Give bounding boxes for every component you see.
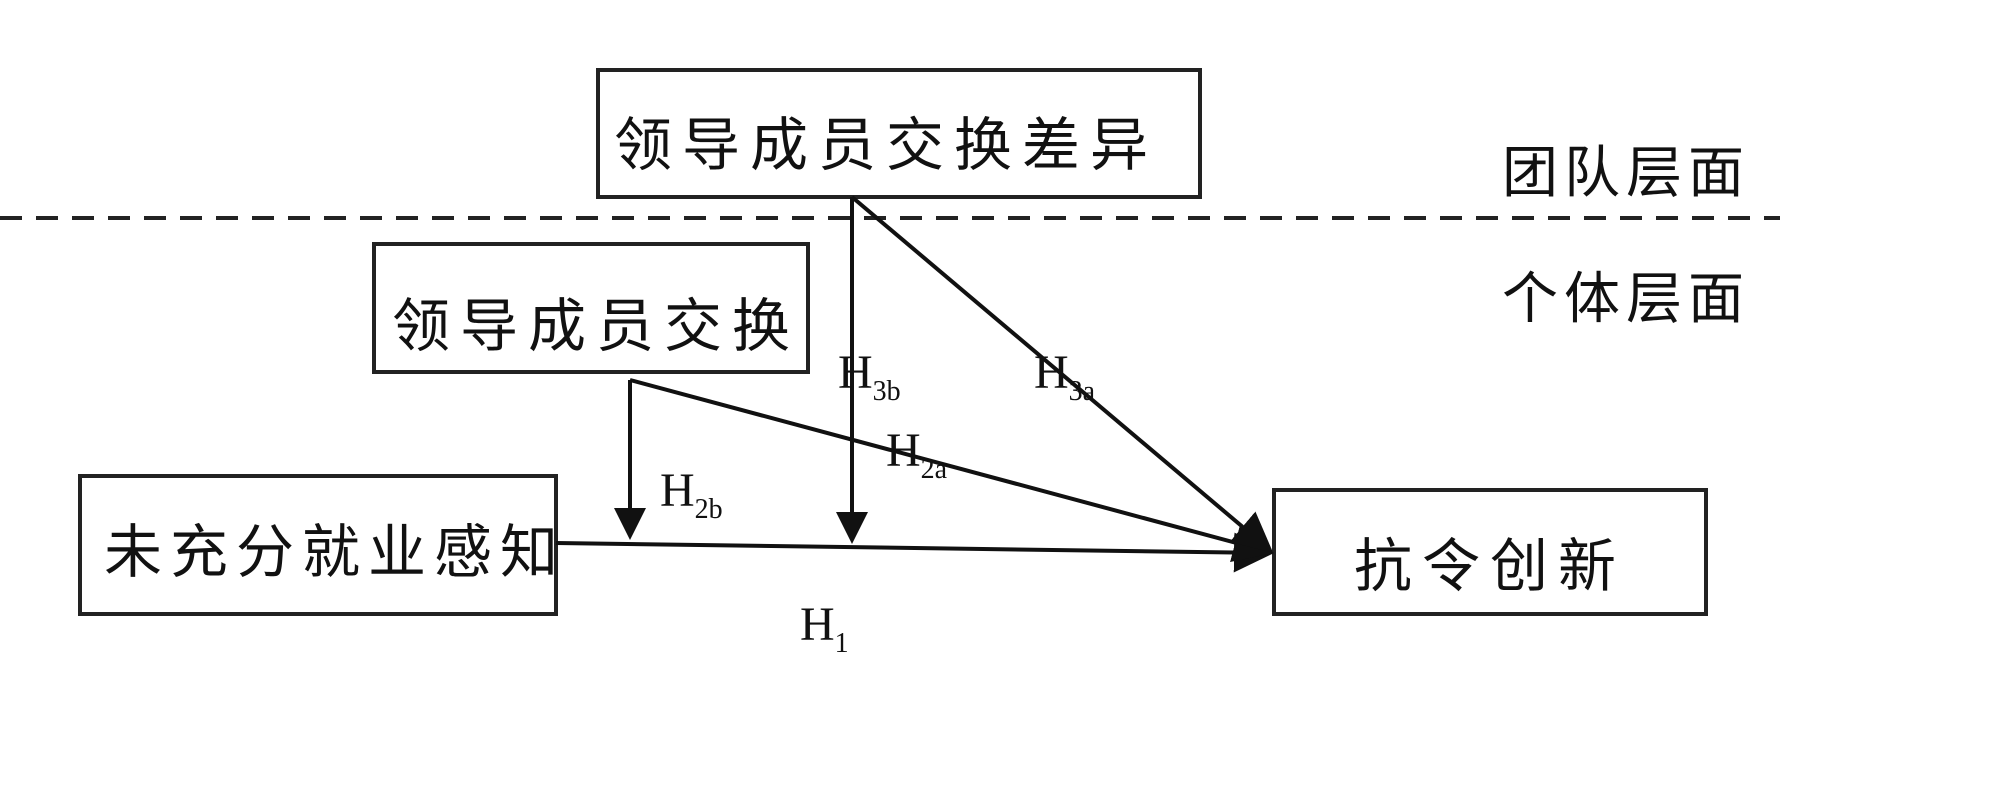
h2a-path-arrow [629, 378, 1274, 562]
lmx-box: 领导成员交换 [372, 242, 810, 374]
h3b-label: H3b [838, 346, 901, 407]
h2b-label: H2b [660, 464, 723, 525]
h1-label: H1 [800, 598, 849, 659]
perceived-underemployment-label: 未充分就业感知 [104, 518, 566, 586]
h3a-label: H3a [1034, 346, 1096, 407]
lmx-label: 领导成员交换 [392, 292, 800, 360]
team-level-label: 团队层面 [1502, 141, 1750, 206]
counterproductive-innovation-label: 抗令创新 [1354, 532, 1626, 600]
perceived-underemployment-box: 未充分就业感知 [78, 474, 566, 616]
h1-path-arrow [555, 532, 1274, 573]
lmx-differentiation-box: 领导成员交换差异 [596, 68, 1202, 199]
h2a-label: H2a [886, 424, 948, 485]
h3a-path-arrow [850, 195, 1274, 553]
individual-level-label: 个体层面 [1502, 267, 1750, 332]
lmx-differentiation-label: 领导成员交换差异 [614, 111, 1158, 179]
counterproductive-innovation-box: 抗令创新 [1272, 488, 1708, 616]
